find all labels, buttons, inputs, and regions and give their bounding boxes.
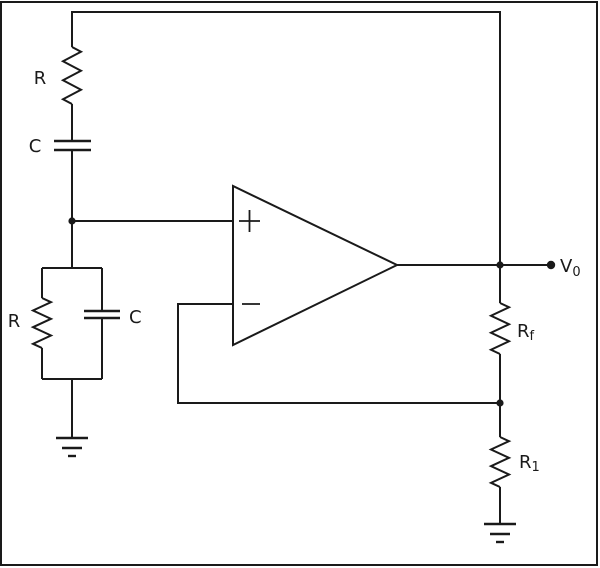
inverting-feedback-wire: [177, 303, 500, 404]
parallel-capacitor-label: C: [129, 307, 142, 328]
feedback-resistor: [488, 302, 512, 355]
series-resistor: [60, 46, 84, 105]
output-label-base: V: [560, 256, 573, 277]
series-resistor-label: R: [34, 68, 47, 89]
opamp-plus-sign: [239, 210, 260, 232]
output-label-subscript: 0: [572, 265, 580, 280]
parallel-resistor-label: R: [8, 311, 21, 332]
feedback-resistor-label-base: R: [517, 321, 530, 342]
gain-resistor-label-base: R: [519, 452, 532, 473]
series-capacitor: [54, 139, 91, 152]
parallel-resistor: [30, 297, 54, 349]
top-feedback-wire: [71, 11, 501, 265]
ground-symbol-left: [56, 436, 88, 458]
series-capacitor-label: C: [29, 136, 42, 157]
output-label: V0: [560, 256, 581, 280]
output-terminal-dot: [546, 260, 556, 270]
gain-resistor-label-subscript: 1: [532, 460, 540, 475]
ground-symbol-right: [484, 522, 516, 544]
feedback-resistor-label: Rf: [517, 321, 535, 344]
parallel-rc-network: [30, 267, 120, 380]
gain-resistor: [488, 436, 512, 488]
opamp-triangle: [232, 184, 400, 347]
feedback-resistor-label-subscript: f: [530, 329, 535, 344]
gain-resistor-label: R1: [519, 452, 540, 475]
